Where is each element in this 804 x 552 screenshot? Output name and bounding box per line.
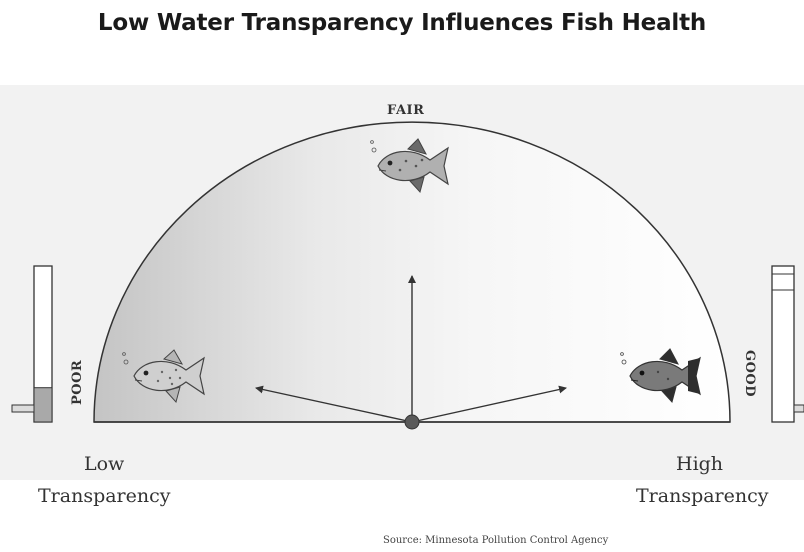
high-transparency-label-line2: Transparency — [636, 485, 769, 507]
source-note: Source: Minnesota Pollution Control Agen… — [383, 535, 609, 546]
poor-label: POOR — [70, 359, 85, 405]
good-health-fish-icon — [620, 348, 701, 404]
pivot-dot — [404, 414, 420, 430]
arrow-to-poor — [255, 385, 413, 423]
low-transparency-label-line2: Transparency — [38, 485, 171, 507]
good-label: GOOD — [742, 350, 757, 398]
high-transparency-tube — [771, 265, 804, 423]
low-transparency-tube-fill — [33, 387, 53, 423]
low-transparency-tube — [11, 265, 53, 423]
poor-health-fish-icon — [122, 349, 205, 404]
arrow-to-good — [411, 385, 567, 423]
high-transparency-label-line1: High — [676, 453, 724, 475]
fair-health-fish-icon — [370, 138, 449, 194]
fair-label: FAIR — [387, 103, 425, 118]
semicircle-dome — [93, 121, 731, 423]
low-transparency-label-line1: Low — [84, 453, 125, 475]
diagram-title: Low Water Transparency Influences Fish H… — [97, 10, 707, 36]
